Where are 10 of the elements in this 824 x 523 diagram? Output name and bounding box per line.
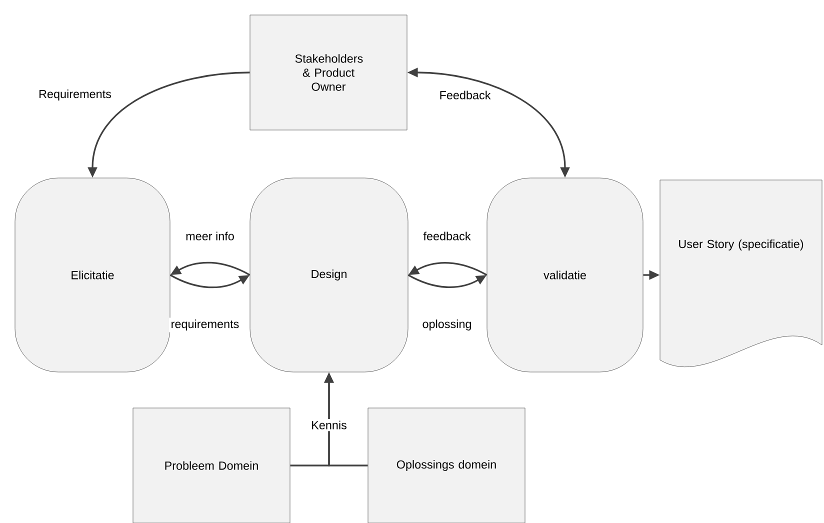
edge-label: Feedback <box>438 88 492 102</box>
edge-label: feedback <box>421 230 473 242</box>
edge-label: meer info <box>184 230 236 242</box>
edge-label: oplossing <box>420 318 474 332</box>
edge-label: requirements <box>169 318 241 332</box>
box: Probleem Domein <box>132 408 290 523</box>
box: Oplossings domein <box>368 408 526 523</box>
box: Stakeholders & Product Owner <box>250 14 408 130</box>
edge-label: Kennis <box>309 418 349 432</box>
edge-label: Requirements <box>36 88 114 102</box>
